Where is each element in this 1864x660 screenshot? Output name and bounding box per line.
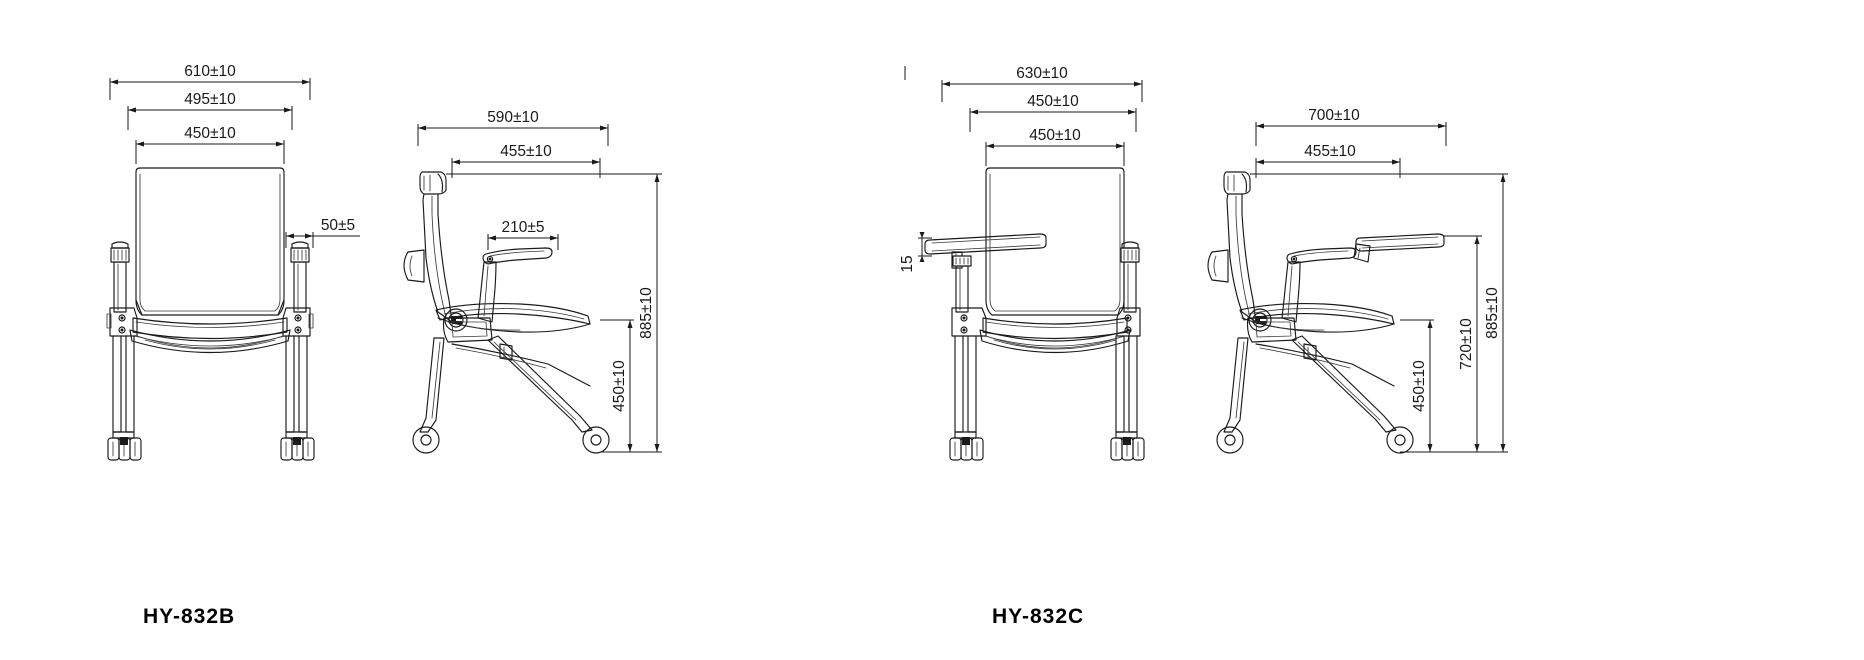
dim-label-450-c-a: 450±10 <box>1027 93 1079 110</box>
hy832b-front-view <box>106 167 315 461</box>
dim-label-450-vert-b: 450±10 <box>611 360 628 412</box>
dim-label-495: 495±10 <box>184 91 236 108</box>
dim-label-630: 630±10 <box>1016 65 1068 82</box>
dim-b-side-885-vertical: 885±10 <box>446 173 662 453</box>
dim-label-15: 15 <box>899 255 916 272</box>
dim-c-front-450b: 450±10 <box>985 127 1125 166</box>
dim-label-455-c: 455±10 <box>1304 143 1356 160</box>
dim-c-front-450a: 450±10 <box>969 93 1137 132</box>
dim-c-side-700: 700±10 <box>1255 107 1447 146</box>
hy832b-side-view <box>403 171 610 454</box>
dim-label-885-c: 885±10 <box>1484 287 1501 339</box>
dim-label-450-c-b: 450±10 <box>1029 127 1081 144</box>
dim-b-front-450: 450±10 <box>135 125 285 164</box>
dim-b-side-455: 455±10 <box>451 143 601 178</box>
dim-label-210: 210±5 <box>502 219 545 236</box>
hy832c-front-view <box>904 66 1145 461</box>
dim-c-side-885-vertical: 885±10 <box>1250 173 1508 453</box>
dim-label-720: 720±10 <box>1458 318 1475 370</box>
dim-label-50: 50±5 <box>321 217 355 234</box>
dim-label-450-vert-c: 450±10 <box>1411 360 1428 412</box>
dim-b-front-610: 610±10 <box>109 63 311 100</box>
dim-b-side-590: 590±10 <box>417 109 609 146</box>
dim-label-610: 610±10 <box>184 63 236 80</box>
model-label-hy832b: HY-832B <box>143 605 236 628</box>
dim-b-front-50: 50±5 <box>285 217 360 248</box>
dim-label-590: 590±10 <box>487 109 539 126</box>
dim-b-side-210: 210±5 <box>487 219 559 250</box>
dim-label-450-front-b: 450±10 <box>184 125 236 142</box>
hy832c-side-view <box>1207 171 1445 454</box>
dim-c-side-455: 455±10 <box>1255 143 1401 178</box>
model-label-hy832c: HY-832C <box>992 605 1085 628</box>
dim-c-side-720-vertical: 720±10 <box>1400 235 1482 453</box>
dim-label-700: 700±10 <box>1308 107 1360 124</box>
dim-c-front-15: 15 <box>899 232 932 273</box>
dim-c-side-450-vertical: 450±10 <box>1400 319 1434 453</box>
dim-c-front-630: 630±10 <box>941 65 1143 102</box>
dim-b-side-450-vertical: 450±10 <box>600 319 634 453</box>
dim-label-885-b: 885±10 <box>638 287 655 339</box>
dim-b-front-495: 495±10 <box>127 91 293 130</box>
dim-label-455-b: 455±10 <box>500 143 552 160</box>
